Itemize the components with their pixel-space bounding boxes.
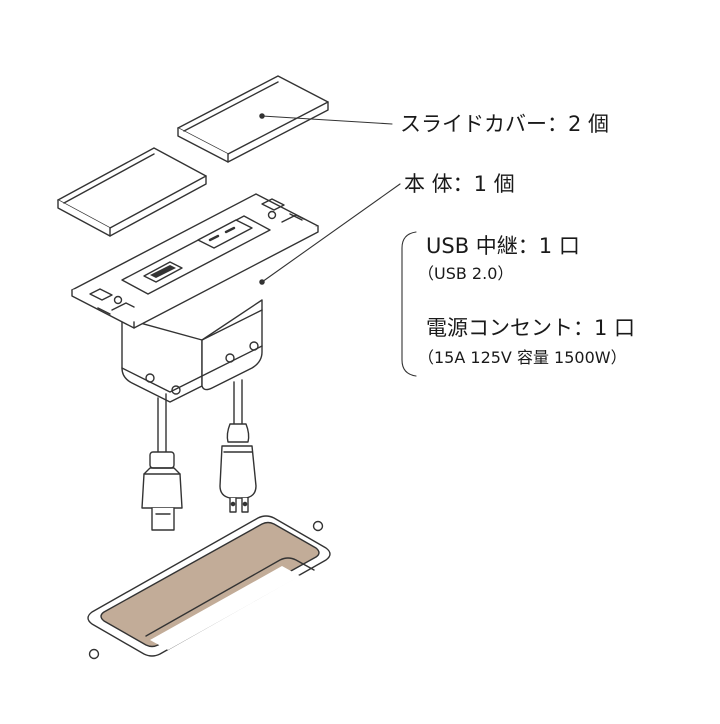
usb-cable [141, 393, 183, 531]
label-outlet-note: （15A 125V 容量 1500W） [418, 348, 627, 367]
label-body: 本 体：1 個 [404, 172, 515, 196]
label-outlet: 電源コンセント：1 口 [426, 316, 636, 340]
power-cord [219, 379, 257, 513]
slide-cover-lower [57, 147, 207, 237]
leader-lines [259, 113, 417, 377]
desk-cutout [87, 515, 331, 660]
main-body-unit [71, 193, 319, 403]
label-usb-note: （USB 2.0） [418, 264, 514, 283]
label-usb: USB 中継：1 口 [426, 234, 580, 258]
slide-cover-upper [177, 75, 329, 163]
label-slide-cover: スライドカバー：2 個 [400, 112, 610, 136]
power-outlet [197, 219, 253, 249]
